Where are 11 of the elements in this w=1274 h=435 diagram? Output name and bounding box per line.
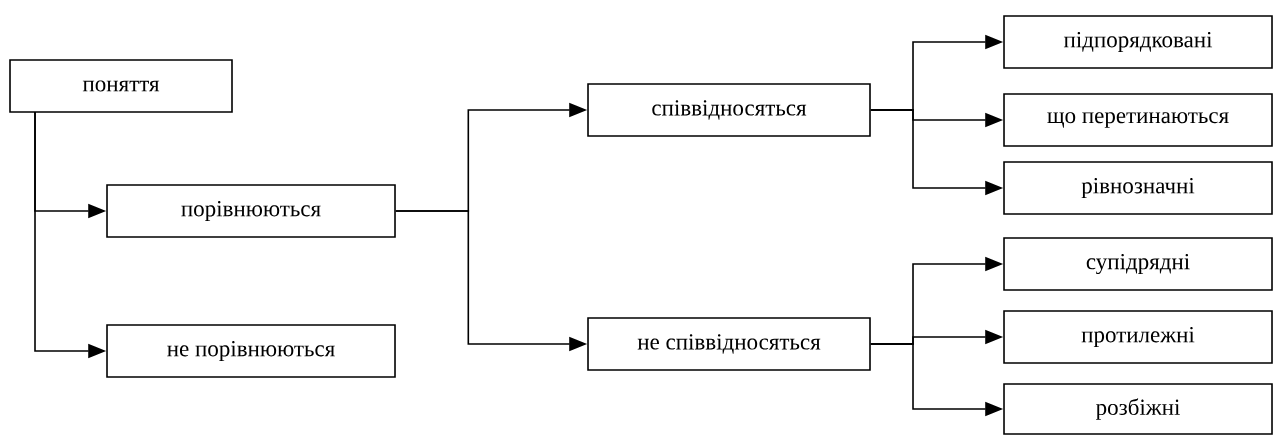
category-box: порівнюються	[106, 184, 396, 238]
category-box: супідрядні	[1003, 237, 1273, 291]
category-box: рівнозначні	[1003, 161, 1273, 215]
category-box: співвідносяться	[587, 83, 871, 137]
category-box: поняття	[9, 59, 233, 113]
category-box: що перетинаються	[1003, 93, 1273, 147]
category-box: підпорядковані	[1003, 15, 1273, 69]
category-box: розбіжні	[1003, 383, 1273, 435]
category-box: протилежні	[1003, 310, 1273, 364]
category-box: не порівнюються	[106, 324, 396, 378]
category-box: не співвідносяться	[587, 317, 871, 371]
